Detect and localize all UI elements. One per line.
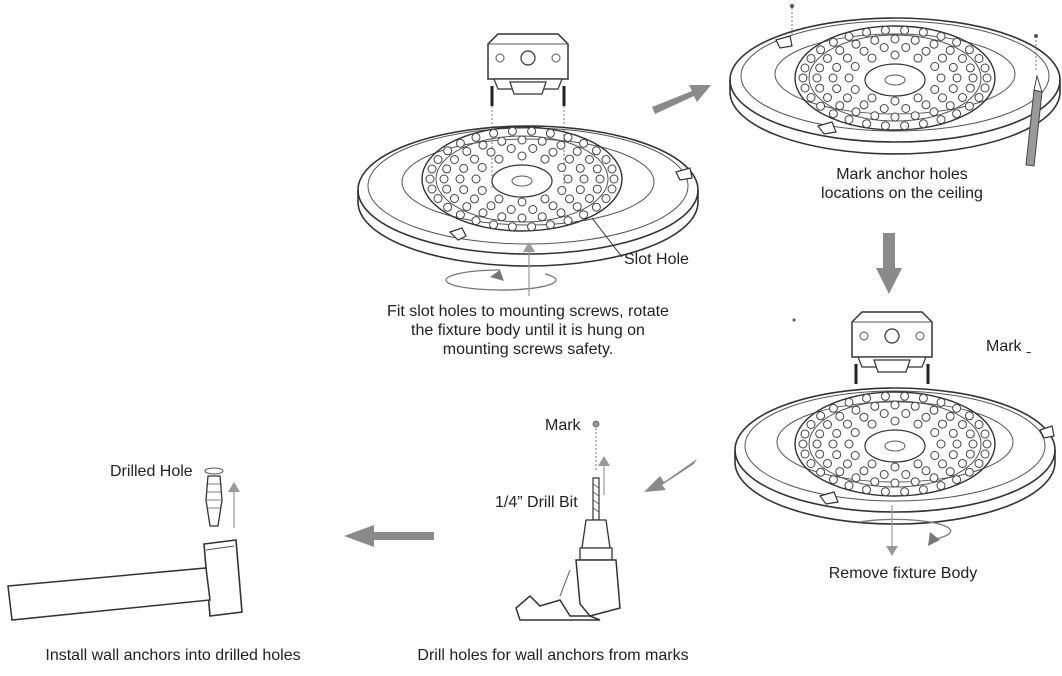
slot-hole-label: Slot Hole bbox=[624, 251, 689, 268]
drill-bit-label: 1/4” Drill Bit bbox=[495, 494, 578, 511]
step1-caption: Fit slot holes to mounting screws, rotat… bbox=[350, 302, 706, 359]
step4-illustration bbox=[515, 420, 621, 621]
step5-illustration bbox=[7, 467, 243, 621]
step1-caption-line3: mounting screws safety. bbox=[442, 341, 614, 358]
mark-label-right-text: Mark bbox=[986, 338, 1022, 355]
step4-caption: Drill holes for wall anchors from marks bbox=[417, 647, 689, 664]
step2-illustration bbox=[729, 4, 1061, 167]
drilled-hole-label: Drilled Hole bbox=[110, 463, 193, 480]
step1-caption-line1: Fit slot holes to mounting screws, rotat… bbox=[387, 303, 669, 320]
step2-caption-line1: Mark anchor holes bbox=[836, 166, 968, 183]
arrow-step4-to-5 bbox=[344, 525, 434, 547]
step1-illustration bbox=[357, 32, 699, 296]
arrow-step3-to-4 bbox=[644, 459, 697, 492]
step3-caption: Remove fixture Body bbox=[828, 565, 978, 582]
step5-caption: Install wall anchors into drilled holes bbox=[45, 647, 301, 664]
step2-caption: Mark anchor holes locations on the ceili… bbox=[780, 165, 1024, 203]
step3-illustration bbox=[734, 310, 1056, 556]
arrow-step1-to-2 bbox=[652, 85, 711, 114]
arrow-step2-to-3 bbox=[876, 233, 902, 294]
mark-label-drill: Mark bbox=[545, 417, 581, 434]
step2-caption-line2: locations on the ceiling bbox=[821, 185, 983, 202]
mark-label-right: Mark ˍ bbox=[986, 338, 1032, 355]
step1-caption-line2: the fixture body until it is hung on bbox=[411, 322, 645, 339]
